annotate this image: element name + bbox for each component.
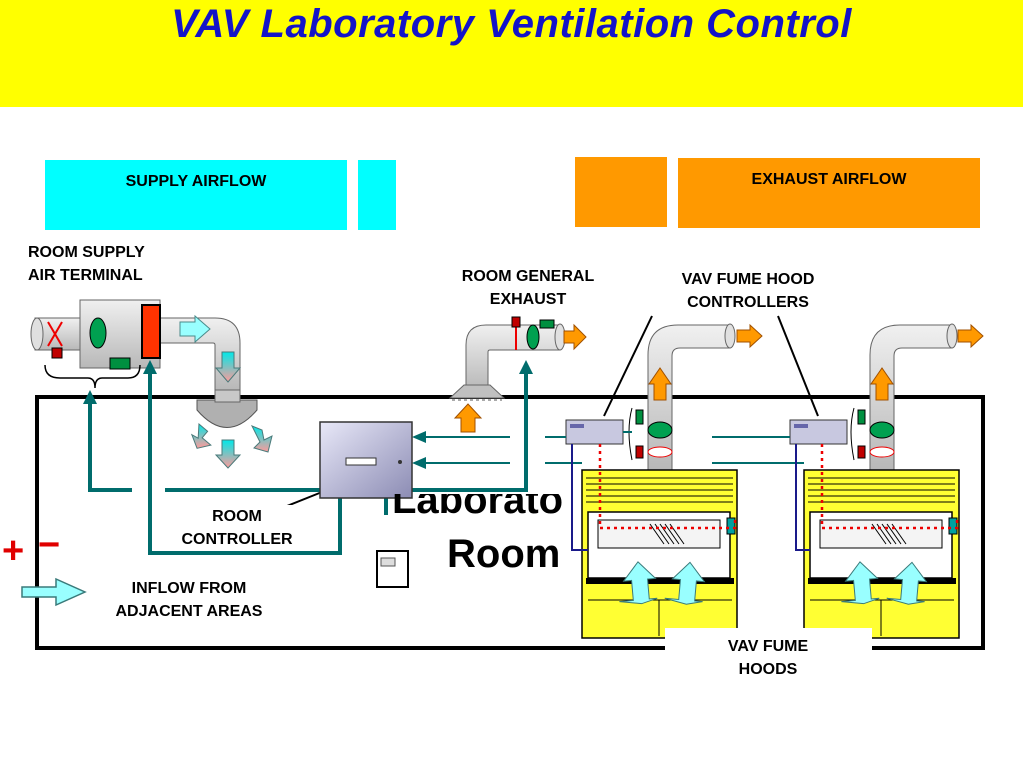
control-signal-lines xyxy=(88,370,528,555)
fume-hood-2-exhaust-duct xyxy=(850,323,984,471)
title-banner xyxy=(0,0,1023,107)
laboratory-label: Laborato xyxy=(392,478,564,522)
fume-hood-controller-2 xyxy=(789,419,848,445)
fume-hood-controllers-label: VAV FUME HOOD CONTROLLERS xyxy=(650,268,846,314)
fume-hood-controller-1 xyxy=(565,419,624,445)
general-exhaust-label-line2: EXHAUST xyxy=(489,291,567,308)
fume-hood-controllers-label-line2: CONTROLLERS xyxy=(687,294,809,311)
fume-hood-1-exhaust-duct xyxy=(628,323,763,471)
inflow-label-line2: ADJACENT AREAS xyxy=(115,603,263,620)
inflow-arrow xyxy=(21,577,87,607)
signal-arrowheads xyxy=(83,360,533,469)
exhaust-airflow-legend xyxy=(678,158,980,228)
plus-sign: + xyxy=(2,530,25,572)
slide-title: VAV Laboratory Ventilation Control xyxy=(171,2,852,46)
exhaust-airflow-swatch xyxy=(575,157,667,227)
inflow-label: INFLOW FROM ADJACENT AREAS xyxy=(86,577,292,623)
fume-hood-controllers-label-line1: VAV FUME HOOD xyxy=(681,271,815,288)
vav-fume-hoods-label-line1: VAV FUME xyxy=(727,638,809,655)
supply-airflow-label: SUPPLY AIRFLOW xyxy=(125,173,267,190)
room-controller-label-line2: CONTROLLER xyxy=(181,531,293,548)
hood-inflow-arrows xyxy=(619,561,928,605)
vav-fume-hood-2 xyxy=(803,469,960,639)
thermostat xyxy=(376,550,409,588)
vav-fume-hoods-label-line2: HOODS xyxy=(738,661,798,678)
laboratory-room-boundary xyxy=(35,395,985,650)
room-controller-label: ROOM CONTROLLER xyxy=(160,505,314,551)
supply-airflow-swatch xyxy=(358,160,396,230)
supply-flow-arrows xyxy=(179,314,273,469)
room-supply-air-terminal xyxy=(30,299,258,428)
inflow-label-line1: INFLOW FROM xyxy=(131,580,247,597)
supply-airflow-legend xyxy=(45,160,347,230)
exhaust-airflow-label: EXHAUST AIRFLOW xyxy=(751,171,907,188)
room-controller xyxy=(319,421,413,499)
room-supply-label: ROOM SUPPLY AIR TERMINAL xyxy=(28,241,145,287)
minus-sign: − xyxy=(38,524,61,566)
vav-fume-hood-1 xyxy=(581,469,738,639)
general-exhaust-label: ROOM GENERAL EXHAUST xyxy=(436,265,620,311)
room-general-exhaust xyxy=(448,316,587,433)
vav-fume-hoods-label: VAV FUME HOODS xyxy=(680,635,856,681)
room-controller-label-line1: ROOM xyxy=(212,508,262,525)
room-supply-label-line1: ROOM SUPPLY xyxy=(28,244,145,261)
room-label: Room xyxy=(447,532,561,576)
general-exhaust-label-line1: ROOM GENERAL xyxy=(461,268,595,285)
room-supply-label-line2: AIR TERMINAL xyxy=(28,267,143,284)
